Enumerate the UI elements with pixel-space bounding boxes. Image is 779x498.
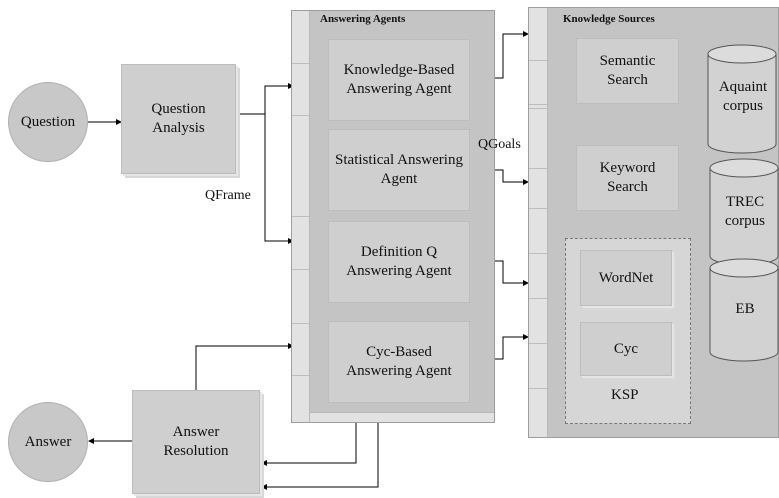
wordnet-label: WordNet <box>598 269 654 286</box>
semantic-search-label: Semantic Search <box>599 53 656 88</box>
agent-cyc-based-label: Cyc-Based Answering Agent <box>346 344 452 379</box>
edge-resolution-to-cyc-agent <box>195 343 294 390</box>
semantic-search-node: Semantic Search <box>576 38 679 104</box>
agent-statistical: Statistical Answering Agent <box>328 129 470 211</box>
aquaint-corpus-label: Aquaint corpus <box>718 79 768 114</box>
answer-resolution-label: Answer Resolution <box>163 424 229 459</box>
edge-agents-to-resolution-1 <box>261 423 357 466</box>
knowledge-sources-title: Knowledge Sources <box>563 13 655 25</box>
qgoals-label: QGoals <box>478 137 521 152</box>
question-node: Question <box>8 82 88 162</box>
keyword-search-label: Keyword Search <box>599 160 656 195</box>
answer-resolution-node: Answer Resolution <box>132 390 260 494</box>
question-analysis-label: Question Analysis <box>151 101 206 136</box>
ksp-label: KSP <box>611 387 639 403</box>
eb-label: EB <box>735 301 755 317</box>
edge-analysis-to-agents <box>236 83 294 115</box>
agent-definition-q: Definition Q Answering Agent <box>328 221 470 303</box>
agent-definition-q-label: Definition Q Answering Agent <box>346 244 452 279</box>
cyc-label: Cyc <box>613 340 639 357</box>
agent-statistical-label: Statistical Answering Agent <box>335 152 463 187</box>
answering-agents-title: Answering Agents <box>320 13 406 25</box>
agent-knowledge-based-label: Knowledge-Based Answering Agent <box>343 62 455 97</box>
keyword-search-node: Keyword Search <box>576 145 679 211</box>
eb-cylinder <box>709 258 779 362</box>
trec-corpus-label: TREC corpus <box>725 194 765 229</box>
wordnet-node: WordNet <box>580 250 672 306</box>
answer-label: Answer <box>24 433 72 450</box>
agents-panel-stripe <box>292 11 310 422</box>
question-label: Question <box>20 113 76 130</box>
qframe-label: QFrame <box>205 188 251 203</box>
ks-panel-stripe <box>529 8 548 437</box>
agent-cyc-based: Cyc-Based Answering Agent <box>328 321 470 403</box>
aquaint-corpus-cylinder <box>707 44 777 154</box>
answer-node: Answer <box>8 402 88 482</box>
question-analysis-node: Question Analysis <box>121 64 236 174</box>
cyc-node: Cyc <box>580 322 672 376</box>
agent-knowledge-based: Knowledge-Based Answering Agent <box>328 39 470 121</box>
edge-agents-to-resolution-2 <box>261 423 379 490</box>
